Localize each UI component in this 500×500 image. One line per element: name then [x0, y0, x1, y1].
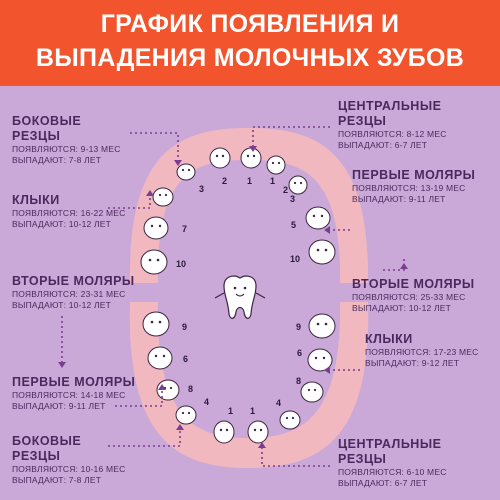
tooth-upper-10 — [308, 239, 336, 265]
num-upper-9: 5 — [291, 220, 296, 230]
label-top-left-canines: КЛЫКИ ПОЯВЛЯЮТСЯ: 16-22 МЕС ВЫПАДАЮТ: 10… — [12, 193, 126, 229]
connector-arrows — [58, 146, 408, 448]
lower-teeth — [142, 311, 336, 444]
num-upper-1: 10 — [176, 259, 186, 269]
lower-gum — [129, 302, 369, 468]
num-lower-4: 4 — [204, 397, 209, 407]
upper-teeth — [140, 147, 336, 275]
label-right-second-molars: ВТОРЫЕ МОЛЯРЫ ПОЯВЛЯЮТСЯ: 25-33 МЕС ВЫПА… — [352, 277, 475, 313]
num-lower-2: 6 — [183, 354, 188, 364]
num-upper-2: 7 — [182, 224, 187, 234]
tooth-upper-3 — [152, 187, 174, 207]
num-lower-1: 9 — [182, 322, 187, 332]
num-lower-8: 8 — [296, 376, 301, 386]
tooth-upper-5 — [209, 147, 231, 169]
tooth-lower-10 — [308, 313, 336, 339]
label-bottom-right-central-incisors: ЦЕНТРАЛЬНЫЕ РЕЗЦЫ ПОЯВЛЯЮТСЯ: 6-10 МЕС В… — [338, 437, 447, 488]
tooth-upper-6 — [240, 147, 262, 169]
num-upper-4: 2 — [222, 176, 227, 186]
label-right-canines: КЛЫКИ ПОЯВЛЯЮТСЯ: 17-23 МЕС ВЫПАДАЮТ: 9-… — [365, 332, 479, 368]
num-upper-3: 3 — [199, 184, 204, 194]
lower-teeth-faces — [150, 320, 328, 432]
num-upper-10: 10 — [290, 254, 300, 264]
title-line-2: ВЫПАДЕНИЯ МОЛОЧНЫХ ЗУБОВ — [35, 44, 465, 72]
title-line-1: ГРАФИК ПОЯВЛЕНИЯ И — [100, 10, 400, 38]
tooth-lower-7 — [279, 410, 301, 430]
num-lower-6: 1 — [250, 406, 255, 416]
num-upper-5: 1 — [247, 176, 252, 186]
num-upper-8: 3 — [290, 194, 295, 204]
tooth-upper-7 — [266, 155, 286, 175]
num-lower-10: 9 — [296, 322, 301, 332]
header-banner: ГРАФИК ПОЯВЛЕНИЯ И ВЫПАДЕНИЯ МОЛОЧНЫХ ЗУ… — [0, 0, 500, 86]
tooth-lower-1 — [142, 311, 170, 337]
tooth-lower-4 — [175, 405, 197, 425]
connector-lines — [61, 126, 405, 467]
tooth-upper-2 — [143, 216, 169, 240]
tooth-mascot — [214, 275, 266, 319]
label-top-right-central-incisors: ЦЕНТРАЛЬНЫЕ РЕЗЦЫ ПОЯВЛЯЮТСЯ: 8-12 МЕС В… — [338, 99, 447, 150]
tooth-upper-1 — [140, 249, 168, 275]
tooth-lower-5 — [213, 420, 235, 444]
num-upper-6: 1 — [270, 176, 275, 186]
num-lower-9: 6 — [297, 348, 302, 358]
tooth-lower-6 — [247, 420, 269, 444]
label-bottom-left-lateral-incisors: БОКОВЫЕ РЕЗЦЫ ПОЯВЛЯЮТСЯ: 10-16 МЕС ВЫПА… — [12, 434, 126, 485]
label-left-first-molars: ПЕРВЫЕ МОЛЯРЫ ПОЯВЛЯЮТСЯ: 14-18 МЕС ВЫПА… — [12, 375, 136, 411]
tooth-upper-9 — [305, 206, 331, 230]
num-lower-7: 4 — [276, 398, 281, 408]
tooth-lower-8 — [300, 381, 324, 403]
num-lower-5: 1 — [228, 406, 233, 416]
label-top-left-lateral-incisors: БОКОВЫЕ РЕЗЦЫ ПОЯВЛЯЮТСЯ: 9-13 МЕС ВЫПАД… — [12, 114, 121, 165]
tooth-lower-2 — [147, 346, 173, 370]
tooth-lower-9 — [307, 348, 333, 372]
label-left-second-molars: ВТОРЫЕ МОЛЯРЫ ПОЯВЛЯЮТСЯ: 23-31 МЕС ВЫПА… — [12, 274, 135, 310]
upper-teeth-faces — [148, 154, 328, 262]
tooth-upper-4 — [176, 163, 196, 181]
num-lower-3: 8 — [188, 384, 193, 394]
tooth-upper-8 — [288, 175, 308, 195]
num-upper-7: 2 — [283, 185, 288, 195]
label-top-right-first-molars: ПЕРВЫЕ МОЛЯРЫ ПОЯВЛЯЮТСЯ: 13-19 МЕС ВЫПА… — [352, 168, 476, 204]
